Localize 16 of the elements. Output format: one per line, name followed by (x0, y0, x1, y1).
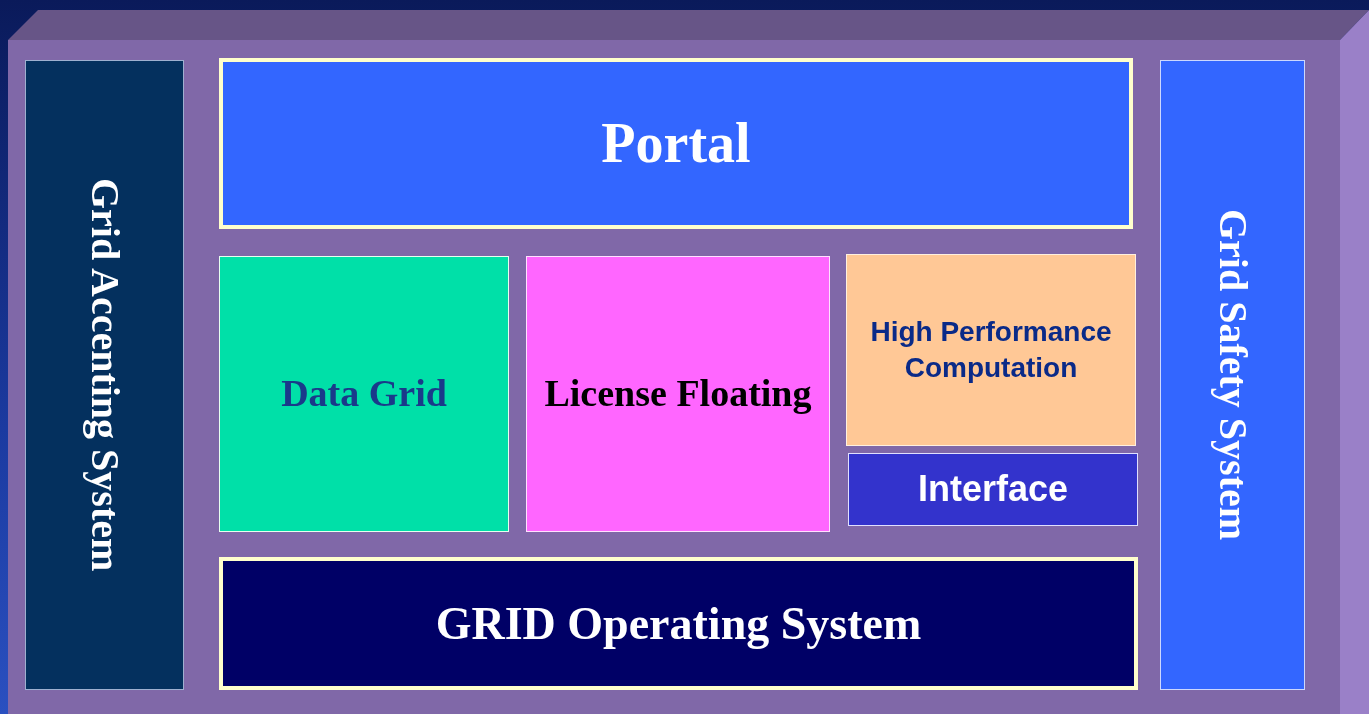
layer-label: Interface (916, 467, 1070, 512)
layer-box (846, 254, 1136, 446)
layer-label: Data Grid (280, 371, 448, 417)
layer-label: Grid Safety System (1209, 208, 1257, 543)
layer-box (219, 58, 1133, 229)
layer-label: GRID Operating System (434, 596, 923, 651)
layer-box (219, 256, 509, 532)
layer-box (848, 453, 1138, 526)
layer-label: License Floating (543, 371, 813, 417)
vertical-layer-box (25, 60, 184, 690)
layer-box (526, 256, 830, 532)
layer-label: Grid Accenting System (81, 177, 129, 574)
layer-label: Portal (600, 111, 752, 177)
vertical-layer-box (1160, 60, 1305, 690)
layer-box (219, 557, 1138, 690)
layer-label: High Performance Computation (869, 314, 1113, 385)
